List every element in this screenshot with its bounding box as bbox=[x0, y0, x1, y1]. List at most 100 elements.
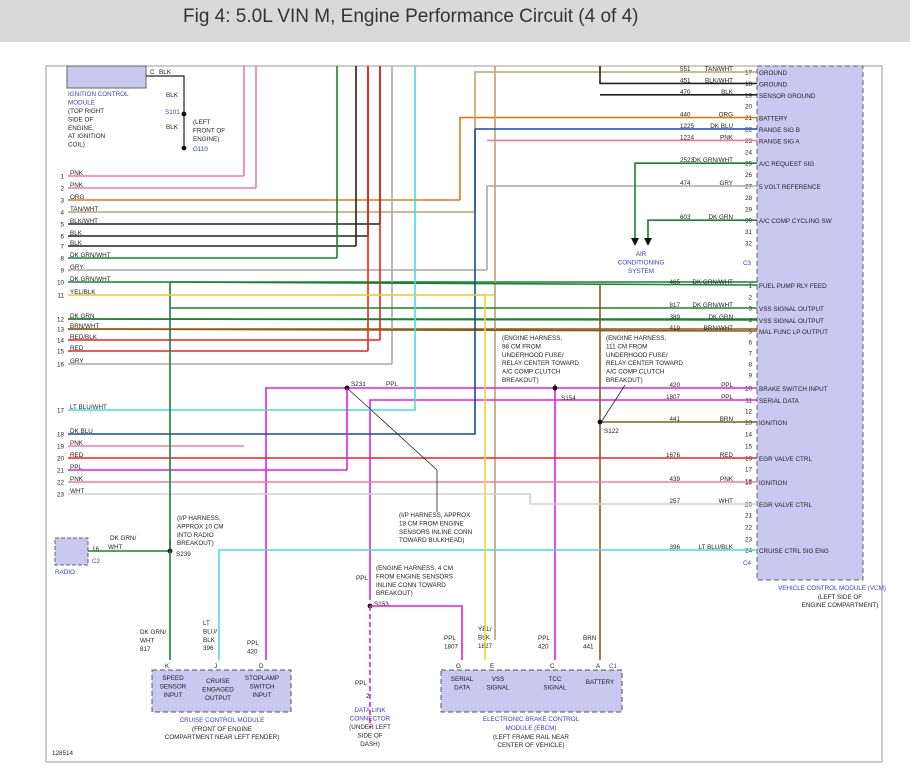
left-wire-color: YEL/BLK bbox=[70, 289, 96, 296]
left-pin-number: 14 bbox=[57, 338, 65, 345]
label: INPUT bbox=[253, 692, 272, 699]
pin-letter: E bbox=[490, 663, 494, 670]
wire-color: PNK bbox=[720, 476, 734, 483]
vcm-function: A/C COMP CYCLING SW bbox=[759, 218, 832, 225]
vcm-pin: 14 bbox=[745, 432, 753, 439]
label: BLK bbox=[159, 69, 172, 76]
wire-tan bbox=[474, 71, 757, 212]
wire-malfunc bbox=[67, 328, 758, 332]
wire-color: ORG bbox=[719, 112, 733, 119]
label: A/C COMP CLUTCH bbox=[606, 369, 665, 376]
label: APPROX 10 CM bbox=[177, 523, 224, 530]
left-wire-color: BLK bbox=[70, 230, 83, 237]
wire-color: DK GRN/WHT bbox=[692, 279, 733, 286]
wire-color: PNK bbox=[720, 134, 734, 141]
left-wire-color: PNK bbox=[70, 170, 84, 177]
label: SYSTEM bbox=[628, 268, 654, 275]
label: AT IGNITION bbox=[68, 133, 106, 140]
label: PPL bbox=[538, 635, 550, 642]
pin-letter: D bbox=[259, 663, 264, 670]
label: (LEFT bbox=[193, 119, 211, 126]
splice-label: S153 bbox=[374, 601, 389, 608]
vcm-location: ENGINE COMPARTMENT) bbox=[802, 602, 879, 609]
label: CONNECTOR bbox=[350, 715, 391, 722]
vcm-pin: 22 bbox=[745, 525, 753, 532]
left-pin-number: 22 bbox=[57, 480, 65, 487]
circuit-number: 1807 bbox=[666, 394, 681, 401]
label: RELAY CENTER TOWARD bbox=[606, 360, 683, 367]
left-wire-color: BLK bbox=[70, 240, 83, 247]
wire-color: DK GRN bbox=[709, 214, 734, 221]
vcm-pin: 22 bbox=[745, 127, 753, 134]
label: TCC bbox=[549, 676, 562, 683]
vcm-pin: 11 bbox=[745, 398, 752, 405]
ac-arrow bbox=[631, 238, 639, 246]
label: 396 bbox=[203, 645, 214, 652]
vcm-module bbox=[756, 65, 864, 581]
vcm-pin: 17 bbox=[745, 70, 753, 77]
wire-vss-389 bbox=[67, 318, 758, 321]
label: BLK bbox=[166, 124, 179, 131]
label: BLK bbox=[203, 637, 216, 644]
left-wire-color: GRY bbox=[70, 358, 84, 365]
splice-label: S231 bbox=[351, 381, 366, 388]
wire-color: WHT bbox=[108, 544, 122, 551]
vcm-pin: 24 bbox=[745, 548, 753, 555]
label: ENGAGED bbox=[202, 686, 234, 693]
cruise-control-module bbox=[151, 669, 292, 713]
circuit-number: 603 bbox=[680, 214, 691, 221]
label: UNDERHOOD FUSE/ bbox=[502, 352, 564, 359]
connector-c4: C4 bbox=[743, 560, 752, 567]
circuit-number: 470 bbox=[680, 89, 691, 96]
label: PPL bbox=[444, 635, 456, 642]
wire-ac-cycling bbox=[647, 219, 757, 240]
wire-color: TAN/WHT bbox=[705, 66, 733, 73]
wire-color: BLK/WHT bbox=[705, 77, 733, 84]
label: COIL) bbox=[68, 142, 85, 149]
vcm-pin: 19 bbox=[745, 480, 753, 487]
left-pin-number: 4 bbox=[60, 210, 64, 217]
vcm-pin: 4 bbox=[748, 318, 752, 325]
vcm-pin: 20 bbox=[745, 502, 753, 509]
label: INPUT bbox=[164, 692, 183, 699]
wire-color: DK BLU bbox=[710, 123, 733, 130]
left-wire-color: RED/BLK bbox=[70, 334, 98, 341]
label: SIDE OF bbox=[357, 732, 382, 739]
left-wire-color: TAN/WHT bbox=[70, 206, 98, 213]
vcm-function: BATTERY bbox=[759, 116, 788, 123]
label: (I/P HARNESS, bbox=[177, 515, 221, 522]
left-wire-color: PNK bbox=[70, 440, 84, 447]
ac-arrow bbox=[644, 238, 652, 246]
vcm-pin: 1 bbox=[748, 283, 752, 290]
vcm-function: 5 VOLT REFERENCE bbox=[759, 184, 821, 191]
vcm-function: RANGE SIG A bbox=[759, 138, 800, 145]
ebcm-name: ELECTRONIC BRAKE CONTROL bbox=[483, 716, 580, 723]
label: TOWARD BULKHEAD) bbox=[399, 537, 464, 544]
left-pin-number: 17 bbox=[57, 408, 65, 415]
label: (I/P HARNESS, APPROX bbox=[399, 512, 471, 519]
cruise-module-location: (FRONT OF ENGINE bbox=[192, 726, 252, 733]
vcm-pin: 21 bbox=[745, 513, 753, 520]
label: 98 CM FROM bbox=[502, 343, 541, 350]
left-pin-number: 5 bbox=[60, 222, 64, 229]
left-pin-number: 9 bbox=[60, 268, 64, 275]
left-pin-number: 10 bbox=[57, 280, 65, 287]
vcm-pin: 26 bbox=[745, 172, 753, 179]
label: STOPLAMP bbox=[245, 675, 279, 682]
vcm-function: SERIAL DATA bbox=[759, 398, 800, 405]
left-pin-number: 11 bbox=[57, 293, 64, 300]
wire-color: WHT bbox=[719, 498, 733, 505]
vcm-pin: 9 bbox=[748, 373, 752, 380]
label: SENSOR bbox=[160, 683, 187, 690]
label: SENSORS INLINE CONN bbox=[399, 529, 473, 536]
pin-letter: C bbox=[550, 663, 555, 670]
connector-c1: C1 bbox=[609, 663, 618, 670]
wire-cruise-sig bbox=[218, 549, 757, 660]
left-pin-number: 12 bbox=[57, 317, 65, 324]
vcm-function: MAL FUNC LP OUTPUT bbox=[759, 329, 828, 336]
vcm-pin: 10 bbox=[745, 386, 753, 393]
vcm-function: BRAKE SWITCH INPUT bbox=[759, 386, 828, 393]
circuit-number: 420 bbox=[669, 382, 680, 389]
vcm-pin: 32 bbox=[745, 241, 753, 248]
left-wire-color: DK GRN/WHT bbox=[70, 276, 111, 283]
